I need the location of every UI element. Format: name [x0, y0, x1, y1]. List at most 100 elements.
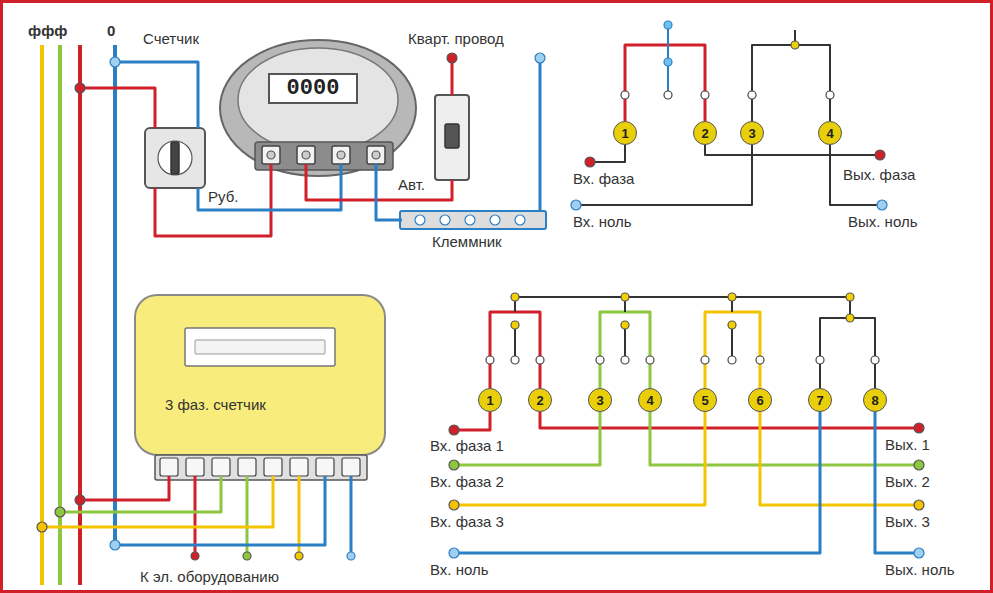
contact-dot [664, 91, 672, 99]
wire-label: Клеммник [432, 233, 502, 250]
callout-number: 3 [596, 393, 603, 408]
meter-display: 0000 [268, 73, 358, 104]
wire [458, 412, 820, 553]
callout-number: 1 [621, 126, 628, 141]
meter3-body [135, 295, 385, 455]
terminal-circle: 4 [638, 388, 662, 412]
terminal-circle: 2 [693, 121, 717, 145]
joint-dot [511, 293, 519, 301]
wire-label: Авт. [398, 176, 425, 193]
contact-dot [871, 356, 879, 364]
input-end [449, 460, 459, 470]
terminal-circle: 8 [863, 388, 887, 412]
joint-dot [791, 41, 799, 49]
wire-label: Вых. ноль [885, 561, 955, 578]
callout-number: 2 [701, 126, 708, 141]
wire-label: Руб. [208, 188, 238, 205]
meter3-terminal [316, 458, 334, 476]
wire [350, 476, 353, 552]
meter-body [220, 40, 416, 176]
callout-number: 1 [486, 393, 493, 408]
meter-terminal [367, 146, 385, 164]
wire [594, 145, 625, 162]
wire [155, 164, 271, 236]
meter3-window [195, 340, 325, 354]
meter-terminal [262, 146, 280, 164]
switch-body [145, 128, 205, 188]
wire [115, 62, 198, 128]
connector-wire [705, 312, 760, 388]
output-end [875, 150, 885, 160]
terminal-circle: 5 [693, 388, 717, 412]
wire-label: Вх. ноль [430, 561, 489, 578]
output-end [914, 500, 924, 510]
contact-dot [701, 356, 709, 364]
terminal-screw [267, 151, 275, 159]
wire [306, 164, 452, 200]
joint-dot [728, 293, 736, 301]
meter-terminal [332, 146, 350, 164]
strip-screw [490, 215, 500, 225]
strip-screw [515, 215, 525, 225]
bus-tap [110, 57, 120, 67]
output-end [243, 552, 251, 560]
callout-number: 8 [871, 393, 878, 408]
joint-dot [511, 321, 519, 329]
bus-label: ффф [28, 22, 67, 39]
bus-label: 0 [107, 22, 115, 39]
connector-wire [752, 45, 830, 121]
output-end [914, 460, 924, 470]
contact-dot [826, 91, 834, 99]
meter3-terminal [238, 458, 256, 476]
wire [115, 476, 325, 545]
joint-dot [846, 293, 854, 301]
apartment-wire-end [447, 53, 457, 63]
meter-terminal [297, 146, 315, 164]
wire-label: К эл. оборудованию [140, 568, 279, 585]
wire [194, 476, 197, 552]
phase-bus [40, 45, 44, 585]
terminal-circle: 3 [740, 121, 764, 145]
joint-dot [664, 21, 672, 29]
joint-dot [846, 314, 854, 322]
contact-dot [536, 356, 544, 364]
input-end [585, 157, 595, 167]
wire [198, 164, 341, 210]
wire-label: Вх. ноль [573, 213, 632, 230]
wire [451, 62, 454, 95]
terminal-screw [302, 151, 310, 159]
meter3-terminal [264, 458, 282, 476]
contact-dot [756, 356, 764, 364]
contact-dot [728, 356, 736, 364]
wire [514, 325, 516, 360]
terminal-circle: 7 [808, 388, 832, 412]
input-end [449, 548, 459, 558]
wire-label: Вых. 2 [885, 473, 930, 490]
callout-number: 4 [646, 393, 653, 408]
terminal-circle: 6 [748, 388, 772, 412]
wire [760, 412, 915, 505]
output-end [914, 548, 924, 558]
wire [731, 325, 733, 360]
bus-tap [37, 522, 47, 532]
strip-screw [440, 215, 450, 225]
meter-box: 3 фаз. счетчик [135, 295, 385, 455]
wire-label: Кварт. провод [408, 30, 504, 47]
wire-label: Вх. фаза 2 [430, 473, 504, 490]
wire-label: Вх. фаза [573, 170, 634, 187]
wire-label: Вых. 1 [885, 436, 930, 453]
wire [298, 476, 301, 552]
meter3-terminal [186, 458, 204, 476]
callout-number: 2 [536, 393, 543, 408]
wire-label: Вых. фаза [843, 166, 915, 183]
meter-terminal-block [255, 142, 393, 170]
meter-face [238, 48, 398, 152]
strip-screw [415, 215, 425, 225]
node-text: 3 фаз. счетчик [165, 396, 375, 413]
callout-number: 6 [756, 393, 763, 408]
wire [539, 62, 542, 212]
contact-dot [646, 356, 654, 364]
